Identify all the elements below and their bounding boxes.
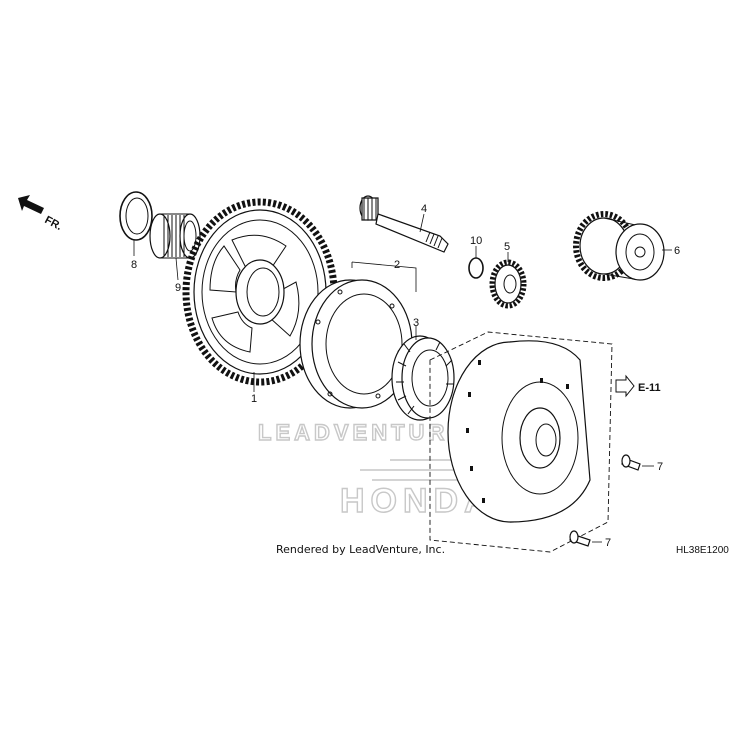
part-clutch-drum-housing [447, 340, 591, 523]
part-one-way-clutch-3 [391, 326, 455, 421]
part-snap-ring-10 [468, 246, 484, 279]
render-credit: Rendered by LeadVenture, Inc. [276, 543, 445, 556]
reference-label: E-11 [638, 382, 661, 394]
callout-7-upper: 7 [657, 461, 663, 473]
callout-3: 3 [413, 317, 419, 329]
callout-5: 5 [504, 241, 510, 253]
watermark-top-text: LEADVENTURE [258, 420, 467, 445]
part-bolt-7-upper [621, 454, 654, 471]
callout-4: 4 [421, 203, 427, 215]
callout-10: 10 [470, 235, 482, 247]
part-washer-8 [119, 191, 153, 256]
front-direction-label: FR. [43, 214, 64, 233]
reference-arrow-e11: E-11 [615, 374, 661, 398]
assembly-group-outline [429, 331, 613, 553]
callout-2: 2 [394, 259, 400, 271]
callout-7-lower: 7 [605, 537, 611, 549]
callout-6: 6 [674, 245, 680, 257]
callout-8: 8 [131, 259, 137, 271]
part-gear-shaft-4 [359, 195, 449, 253]
part-small-gear-5 [489, 252, 527, 309]
diagram-code: HL38E1200 [676, 545, 729, 556]
callout-9: 9 [175, 282, 181, 294]
part-clutch-assembly-6 [573, 211, 672, 281]
part-bolt-7-lower [569, 530, 602, 547]
reference-arrow-icon [615, 374, 635, 398]
front-arrow-icon [18, 195, 44, 214]
callout-1: 1 [251, 393, 257, 405]
part-starter-clutch-outer-2 [299, 261, 417, 409]
front-direction-indicator: FR. [18, 195, 64, 233]
